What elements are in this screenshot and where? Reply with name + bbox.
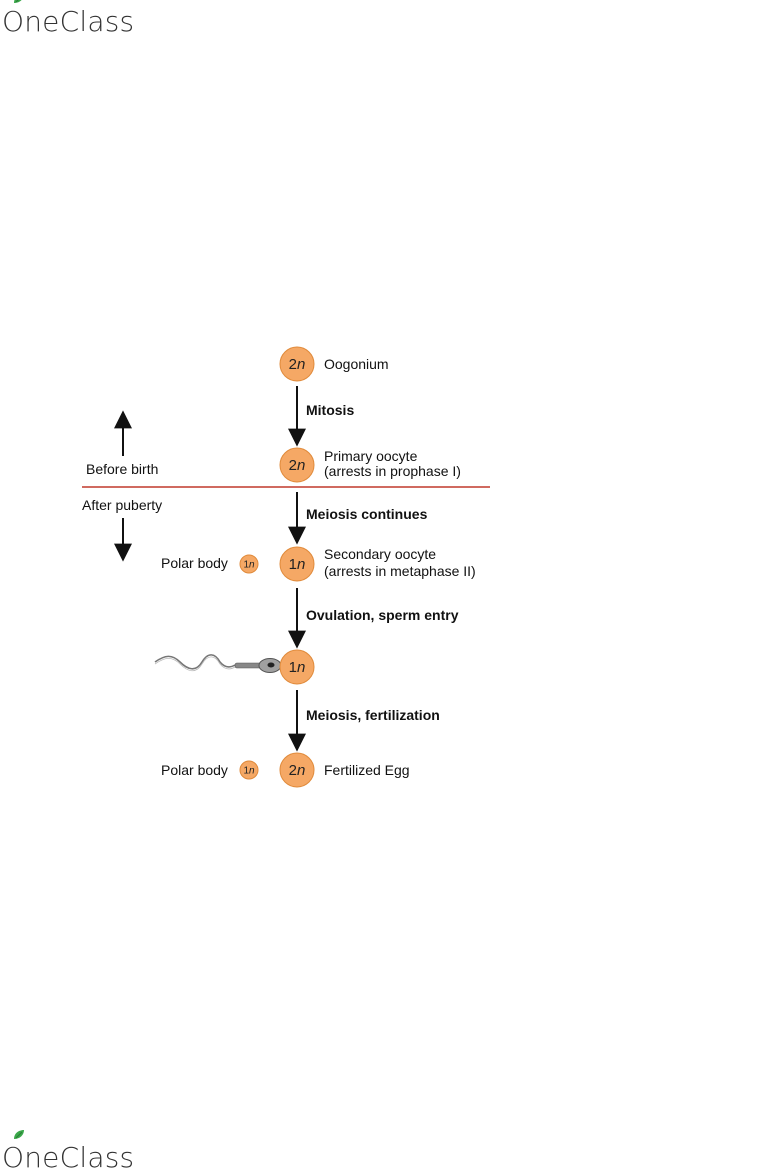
secondary-oocyte-label: Secondary oocyte xyxy=(324,546,436,562)
step-ovulation: Ovulation, sperm entry xyxy=(306,607,459,623)
logo-text: OneClass xyxy=(2,1144,134,1172)
secondary-oocyte-note: (arrests in metaphase II) xyxy=(324,563,476,579)
primary-oocyte-label: Primary oocyte xyxy=(324,448,418,464)
step-meiosis-continues: Meiosis continues xyxy=(306,506,428,522)
cell-sperm-entry: 1n xyxy=(280,650,314,684)
cell-oogonium: 2n xyxy=(280,347,314,381)
cell-fertilized-egg: 2n xyxy=(280,753,314,787)
before-birth-label: Before birth xyxy=(86,461,158,477)
svg-text:1n: 1n xyxy=(289,659,306,676)
cell-secondary-oocyte: 1n xyxy=(280,547,314,581)
polar-body-label-2: Polar body xyxy=(161,762,228,778)
svg-text:1n: 1n xyxy=(289,556,306,573)
polar-body-label-1: Polar body xyxy=(161,555,228,571)
leaf-icon xyxy=(12,1129,26,1141)
cell-primary-oocyte: 2n xyxy=(280,448,314,482)
oneclass-logo-bottom: OneClass xyxy=(2,1138,134,1172)
polar-body-2: 1n xyxy=(240,761,258,779)
fertilized-egg-label: Fertilized Egg xyxy=(324,762,410,778)
svg-text:1n: 1n xyxy=(243,560,255,571)
sperm-illustration xyxy=(155,655,281,673)
polar-body-1: 1n xyxy=(240,555,258,573)
primary-oocyte-note: (arrests in prophase I) xyxy=(324,463,461,479)
step-mitosis: Mitosis xyxy=(306,402,354,418)
svg-text:2n: 2n xyxy=(289,762,306,779)
after-puberty-label: After puberty xyxy=(82,497,162,513)
svg-text:1n: 1n xyxy=(243,766,255,777)
svg-text:2n: 2n xyxy=(289,457,306,474)
svg-text:2n: 2n xyxy=(289,356,306,373)
step-fertilization: Meiosis, fertilization xyxy=(306,707,440,723)
oogonium-label: Oogonium xyxy=(324,356,389,372)
